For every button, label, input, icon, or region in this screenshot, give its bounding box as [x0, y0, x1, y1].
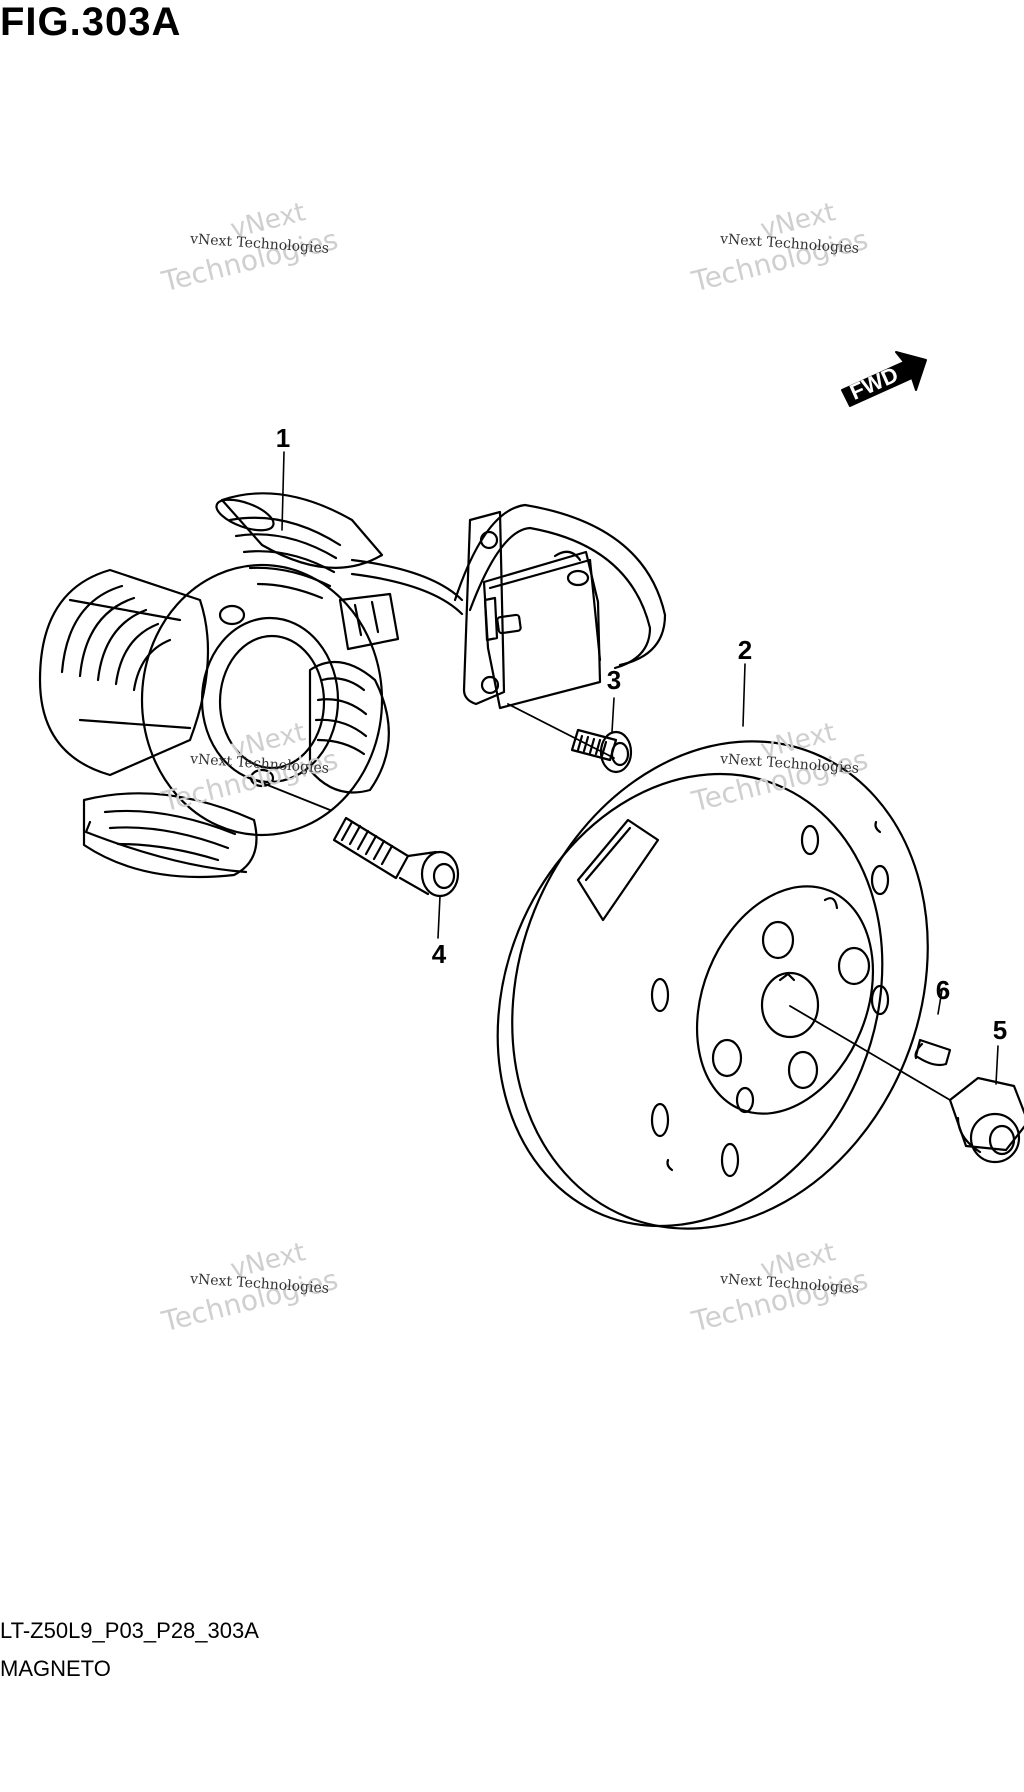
nut-part-5	[948, 1076, 1024, 1164]
figure-title: FIG.303A	[0, 0, 182, 44]
leader-lines	[281, 451, 999, 1085]
callout-4: 4	[431, 939, 447, 969]
callout-5: 5	[992, 1015, 1008, 1045]
callout-6: 6	[935, 975, 951, 1005]
callout-1: 1	[275, 423, 291, 453]
key-part-6	[914, 1038, 952, 1067]
bolt-part-4	[254, 779, 460, 898]
flywheel-rotor	[496, 740, 951, 1230]
fwd-direction-arrow	[841, 351, 927, 407]
model-code: LT-Z50L9_P03_P28_303A	[0, 1618, 259, 1643]
callout-2: 2	[737, 635, 753, 665]
section-name: MAGNETO	[0, 1656, 111, 1681]
pickup-coil	[462, 510, 602, 710]
callout-3: 3	[606, 665, 622, 695]
bolt-part-3	[507, 703, 633, 774]
stator-assembly	[38, 492, 667, 879]
